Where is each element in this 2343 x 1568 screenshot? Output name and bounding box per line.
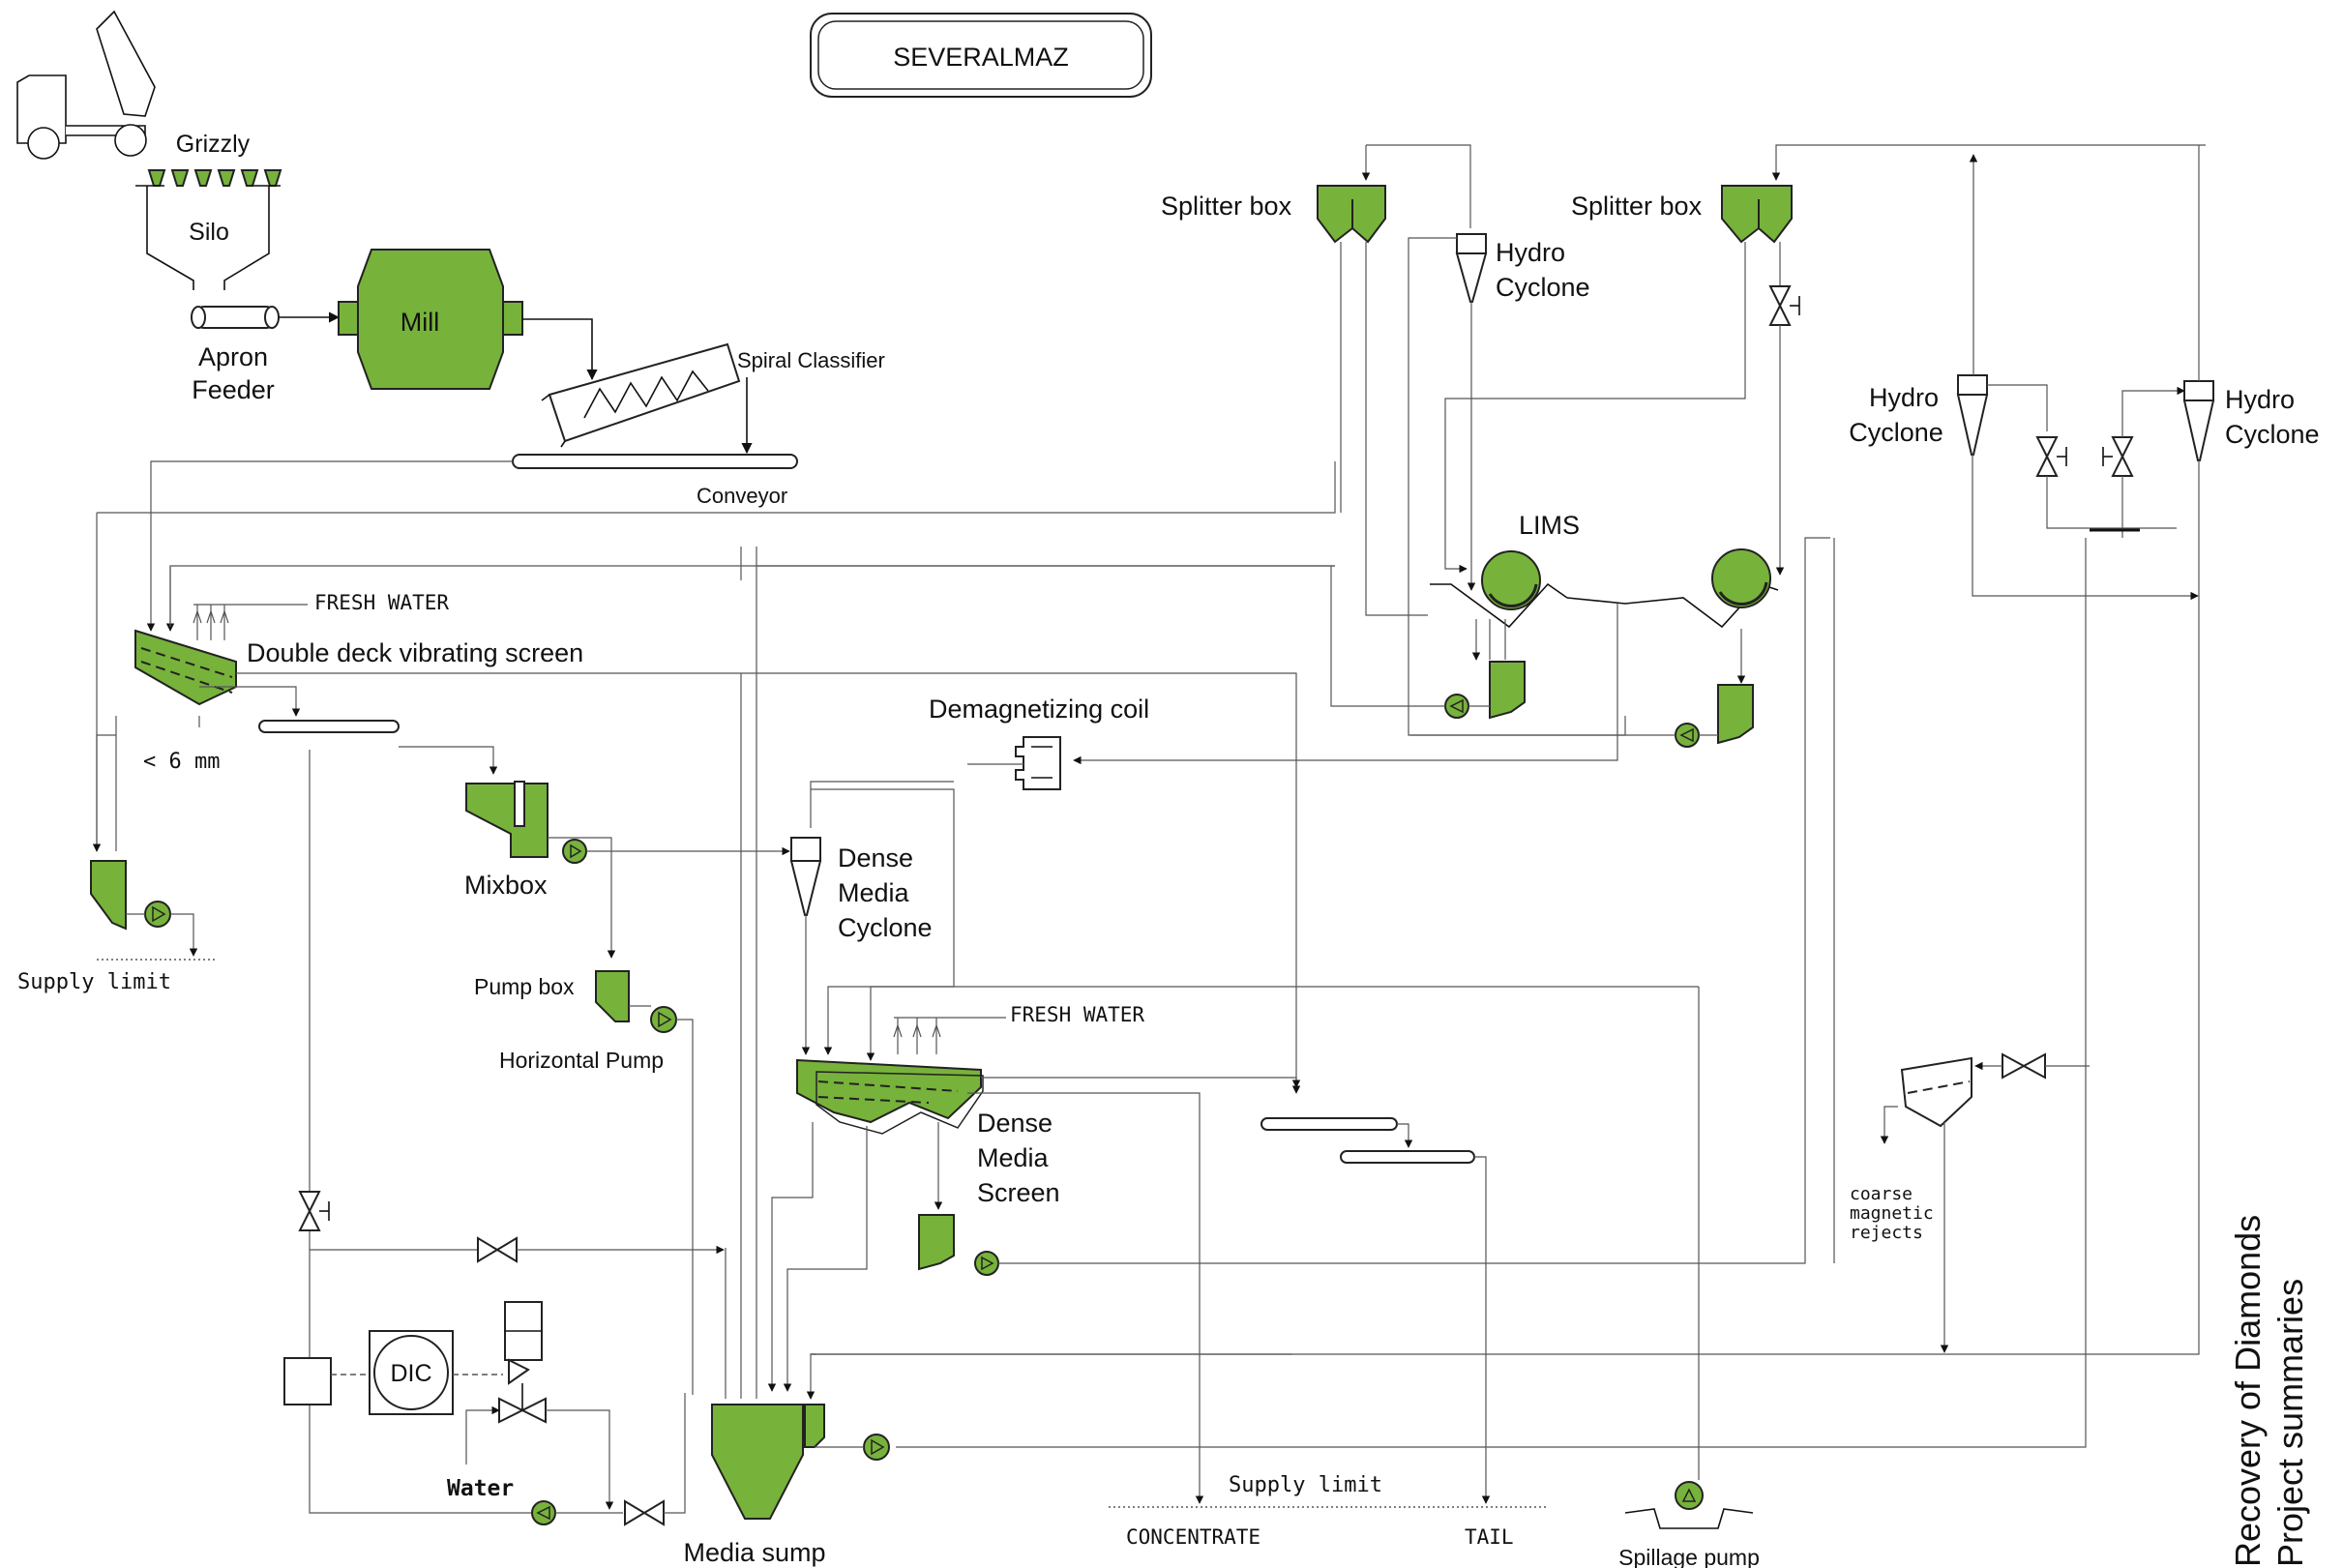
valve-right-1 xyxy=(2035,436,2067,477)
cyclone-label-3: Cyclone xyxy=(2225,420,2320,449)
product-conveyor-1 xyxy=(1260,1117,1398,1131)
level-controller-box xyxy=(283,1357,332,1405)
tail-label: TAIL xyxy=(1465,1525,1514,1549)
dm-screen-screen: Screen xyxy=(977,1178,1060,1207)
fresh-water-label-1: FRESH WATER xyxy=(314,591,449,614)
lims-1 xyxy=(1430,550,1568,629)
control-valve xyxy=(498,1301,547,1424)
dm-cyclone-cyclone: Cyclone xyxy=(838,913,933,942)
valve-rejects xyxy=(2002,1052,2046,1080)
dm-screen-media: Media xyxy=(977,1143,1050,1172)
media-sump-label: Media sump xyxy=(683,1538,825,1567)
valve-right-2 xyxy=(2102,436,2134,477)
product-conveyor-2 xyxy=(1340,1150,1475,1164)
hydrocyclone-right-2 xyxy=(2182,380,2215,461)
apron-feeder xyxy=(191,306,280,329)
conveyor-label: Conveyor xyxy=(697,484,787,508)
lims-2 xyxy=(1566,548,1779,629)
mixbox-label: Mixbox xyxy=(464,871,548,900)
left-sump xyxy=(90,860,171,931)
demag-coil-label: Demagnetizing coil xyxy=(929,695,1149,724)
dense-media-screen xyxy=(796,1058,984,1135)
silo-label: Silo xyxy=(189,219,229,246)
supply-limit-bottom: Supply limit xyxy=(1229,1473,1382,1497)
title-box: SEVERALMAZ xyxy=(810,13,1152,98)
lims-sump-2 xyxy=(1675,684,1754,748)
splitter-box-1 xyxy=(1317,185,1386,244)
valve-splitter xyxy=(1768,285,1800,326)
dm-cyclone-media: Media xyxy=(838,878,910,907)
rejects-screen xyxy=(1900,1056,1972,1128)
lims-label: LIMS xyxy=(1519,511,1580,540)
lims-sump-1 xyxy=(1444,661,1526,720)
mixbox xyxy=(465,781,587,864)
water-label: Water xyxy=(447,1476,514,1501)
dm-cyclone-dense: Dense xyxy=(838,843,913,873)
spiral-classifier xyxy=(541,342,741,448)
rejects-label: rejects xyxy=(1850,1223,1923,1243)
dense-media-cyclone xyxy=(789,837,822,916)
title-text: SEVERALMAZ xyxy=(893,43,1069,72)
pump-box xyxy=(595,970,677,1033)
valve-left-vertical xyxy=(298,1191,330,1231)
splitter-box-2-label: Splitter box xyxy=(1571,192,1703,221)
dic-label: DIC xyxy=(390,1360,431,1387)
hydrocyclone-right-1 xyxy=(1956,374,1989,456)
hydro-label-3: Hydro xyxy=(2225,385,2295,414)
double-deck-screen xyxy=(134,629,237,706)
mill-label: Mill xyxy=(400,308,440,337)
mill xyxy=(338,249,523,390)
feeder-label: Feeder xyxy=(192,375,275,404)
side-title-line-1: Project summaries xyxy=(2270,1279,2310,1567)
apron-label: Apron xyxy=(198,342,268,371)
dic-controller xyxy=(369,1330,454,1415)
dm-screen-dense: Dense xyxy=(977,1109,1053,1138)
side-title: Project summaries Recovery of Diamonds xyxy=(2228,1215,2310,1567)
splitter-box-2 xyxy=(1721,185,1793,244)
conveyor xyxy=(512,454,798,469)
spiral-classifier-label: Spiral Classifier xyxy=(737,348,885,372)
spillage-pump-label: Spillage pump xyxy=(1618,1545,1760,1568)
hydro-label-2: Hydro xyxy=(1869,383,1939,412)
screen-conveyor xyxy=(258,720,400,733)
water-pump xyxy=(531,1500,556,1525)
grizzly-screen xyxy=(147,169,282,187)
hydrocyclone-top xyxy=(1455,233,1488,303)
dm-screen-sump xyxy=(918,1214,999,1276)
lt6mm-label: < 6 mm xyxy=(143,750,220,774)
hydro-label-1: Hydro xyxy=(1496,238,1565,267)
coarse-label: coarse xyxy=(1850,1184,1913,1204)
horizontal-pump-label: Horizontal Pump xyxy=(499,1048,664,1073)
silo xyxy=(135,185,281,290)
valve-water-line xyxy=(477,1236,518,1263)
side-title-line-2: Recovery of Diamonds xyxy=(2228,1215,2268,1567)
double-deck-label: Double deck vibrating screen xyxy=(247,638,583,667)
cyclone-label-1: Cyclone xyxy=(1496,273,1590,302)
cyclone-label-2: Cyclone xyxy=(1849,418,1943,447)
concentrate-label: CONCENTRATE xyxy=(1126,1525,1260,1549)
valve-water-sump xyxy=(624,1499,665,1526)
pump-box-label: Pump box xyxy=(474,974,575,999)
splitter-box-1-label: Splitter box xyxy=(1161,192,1292,221)
media-sump xyxy=(711,1404,890,1520)
supply-limit-left: Supply limit xyxy=(17,970,171,994)
grizzly-label: Grizzly xyxy=(176,131,251,158)
dump-truck-icon xyxy=(16,10,156,160)
spillage-pump xyxy=(1624,1481,1754,1529)
demagnetizing-coil xyxy=(1015,736,1061,790)
fresh-water-label-2: FRESH WATER xyxy=(1010,1003,1144,1026)
magnetic-label: magnetic xyxy=(1850,1203,1934,1224)
